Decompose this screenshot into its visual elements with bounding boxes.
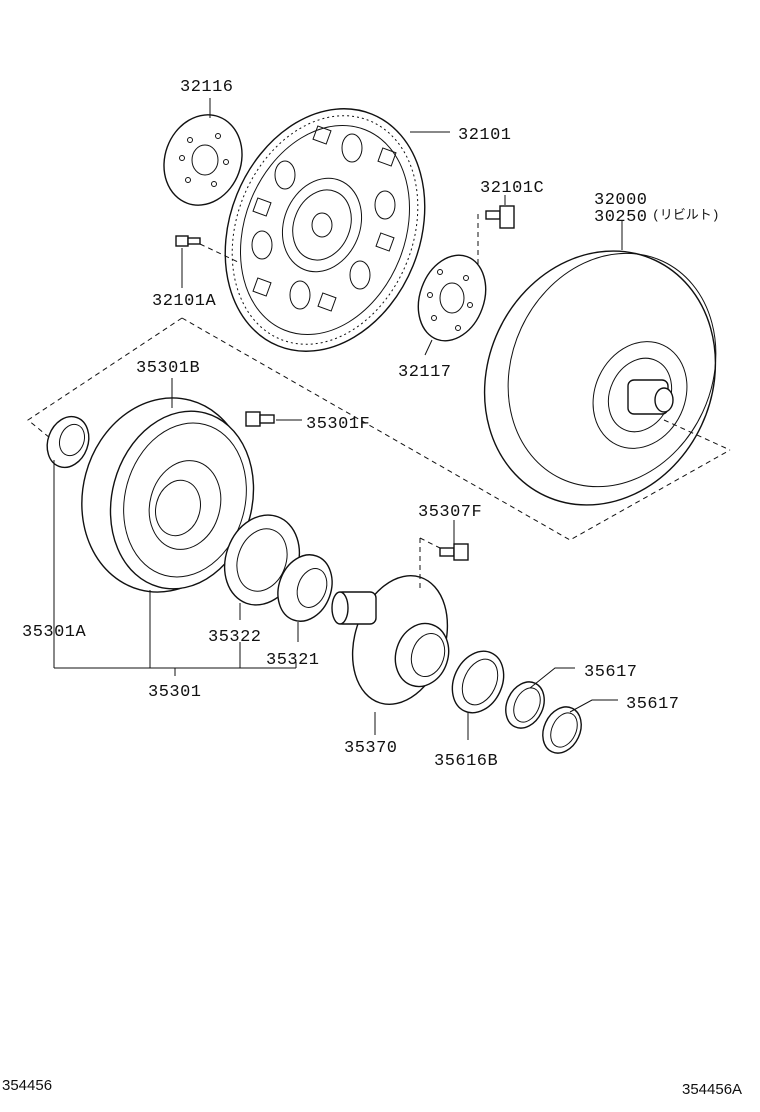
label-35301: 35301 <box>148 683 202 702</box>
label-35322: 35322 <box>208 628 262 647</box>
label-32101A: 32101A <box>152 292 217 311</box>
label-35301B: 35301B <box>136 359 200 378</box>
label-35307F: 35307F <box>418 503 482 522</box>
label-35617-a: 35617 <box>584 663 638 682</box>
label-32116: 32116 <box>180 78 234 97</box>
label-35301F: 35301F <box>306 415 370 434</box>
label-30250-note: (リビルト) <box>652 208 720 223</box>
drive-plate-32101[interactable] <box>190 79 460 382</box>
drive-gear-35321[interactable] <box>269 547 341 629</box>
torque-converter-32000[interactable] <box>444 213 757 543</box>
label-35616B: 35616B <box>434 752 498 771</box>
footer-code-left: 354456 <box>2 1077 52 1094</box>
label-32101: 32101 <box>458 126 512 145</box>
footer-code-right: 354456A <box>682 1081 742 1098</box>
bolt-35307F[interactable] <box>439 543 469 561</box>
bolt-35301F[interactable] <box>245 411 275 427</box>
label-35617-b: 35617 <box>626 695 680 714</box>
pump-body-35301[interactable] <box>60 379 272 611</box>
snap-ring-35617-b[interactable] <box>536 701 589 760</box>
label-32117: 32117 <box>398 363 452 382</box>
seal-ring-35616B[interactable] <box>443 643 514 721</box>
label-32000: 32000 <box>594 191 648 210</box>
oil-seal-35301A[interactable] <box>40 411 95 474</box>
label-32101C: 32101C <box>480 179 544 198</box>
bolt-32101C[interactable] <box>485 205 515 229</box>
stator-shaft-35370[interactable] <box>331 563 463 716</box>
label-35321: 35321 <box>266 651 320 670</box>
bolt-32101A[interactable] <box>175 235 201 247</box>
plate-32116[interactable] <box>152 104 255 216</box>
plate-32117[interactable] <box>407 246 497 351</box>
label-35301A: 35301A <box>22 623 87 642</box>
label-30250: 30250 <box>594 208 648 227</box>
snap-ring-35617-a[interactable] <box>499 676 552 735</box>
label-35370: 35370 <box>344 739 398 758</box>
